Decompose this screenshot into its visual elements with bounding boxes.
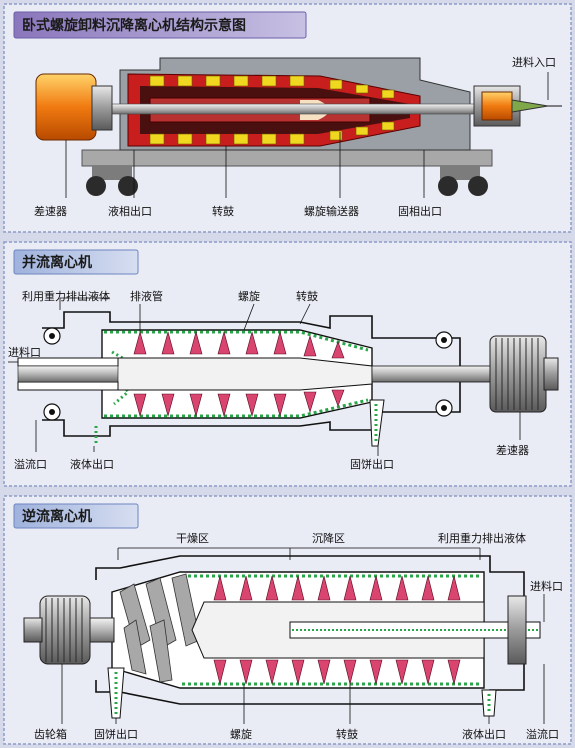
label-feed-inlet: 进料口	[530, 579, 563, 593]
panel-1: 卧式螺旋卸料沉降离心机结构示意图	[3, 3, 572, 233]
feed-pipe-housing	[481, 91, 513, 121]
machine-base	[81, 149, 493, 167]
screw-blades-top	[213, 575, 461, 601]
central-shaft	[99, 103, 501, 115]
label-bowl: 转鼓	[336, 727, 358, 741]
label-bowl: 转鼓	[212, 204, 234, 218]
liquid-layer-bottom	[104, 398, 369, 418]
label-cake-outlet: 固饼出口	[94, 727, 138, 741]
label-liquid-outlet: 液相出口	[108, 204, 152, 218]
base-foot-left	[92, 166, 132, 180]
label-screw: 螺旋	[238, 289, 260, 303]
right-shaft	[371, 365, 491, 383]
gearbox-input	[23, 617, 43, 643]
label-gravity-discharge: 利用重力排出液体	[22, 289, 110, 303]
screw-flights-top	[149, 75, 395, 99]
label-drying-zone: 干燥区	[176, 532, 209, 545]
label-gravity-discharge: 利用重力排出液体	[438, 531, 526, 545]
panel-1-title: 卧式螺旋卸料沉降离心机结构示意图	[22, 17, 246, 34]
liquid-inner-wall	[111, 350, 130, 406]
co-current-centrifuge-drawing	[17, 311, 559, 447]
panel-2-leaders	[8, 297, 521, 456]
panel-3-title-bar	[13, 503, 139, 529]
label-liquid-outlet: 液体出口	[70, 457, 114, 471]
screw-flights-bottom	[149, 121, 395, 145]
label-settling-zone: 沉降区	[312, 531, 345, 545]
gearbox-output	[543, 357, 559, 391]
damper-right-front	[438, 176, 458, 196]
panel-3: 逆流离心机	[3, 495, 572, 745]
damper-left-front	[86, 176, 106, 196]
feed-nozzle	[511, 99, 549, 113]
label-differential: 差速器	[496, 443, 529, 457]
decanter-cutaway-illustration	[35, 57, 562, 196]
screw-blades-bottom	[133, 389, 345, 418]
liquid-outlet-chute	[481, 689, 497, 717]
feed-pipe-lower	[17, 381, 119, 391]
label-feed-inlet: 进料口	[8, 345, 41, 359]
label-feed-inlet: 进料入口	[512, 55, 556, 69]
panel-3-leaders	[61, 547, 545, 724]
screw-blades-bottom	[213, 659, 461, 685]
gearbox-fins	[495, 338, 539, 410]
label-drain-pipe: 排液管	[130, 289, 163, 303]
label-cake-outlet: 固饼出口	[350, 457, 394, 471]
counter-current-centrifuge-drawing	[23, 555, 541, 719]
label-overflow: 溢流口	[14, 457, 47, 471]
feed-pipe-core	[17, 365, 119, 383]
liquid-layer-top	[104, 330, 369, 352]
label-solid-outlet: 固相出口	[398, 204, 442, 218]
label-overflow: 溢流口	[526, 727, 559, 741]
screw-blades-top	[133, 330, 345, 359]
panel-2-title-bar	[13, 249, 139, 275]
label-screw: 螺旋	[230, 727, 252, 741]
gearbox-fins	[45, 598, 83, 662]
feed-pipe	[289, 621, 541, 639]
panel-2-title: 并流离心机	[22, 254, 92, 271]
panel-1-title-bar	[13, 11, 307, 39]
damper-left-rear	[118, 176, 138, 196]
label-gearbox: 齿轮箱	[34, 727, 67, 741]
label-liquid-outlet: 液体出口	[462, 727, 506, 741]
label-screw-conveyor: 螺旋输送器	[304, 204, 359, 218]
label-differential: 差速器	[34, 204, 67, 218]
left-shaft	[89, 617, 115, 643]
gearbox-coupling	[91, 85, 113, 131]
panel-2: 并流离心机	[3, 241, 572, 487]
damper-right-rear	[468, 176, 488, 196]
differential-gearbox	[35, 73, 97, 141]
right-bearing-housing	[507, 595, 527, 665]
panel-3-title: 逆流离心机	[22, 508, 92, 525]
conveyor-hub	[103, 357, 373, 391]
label-bowl: 转鼓	[296, 289, 318, 303]
feed-pipe-upper	[17, 357, 119, 367]
panel-1-leaders	[65, 72, 549, 198]
